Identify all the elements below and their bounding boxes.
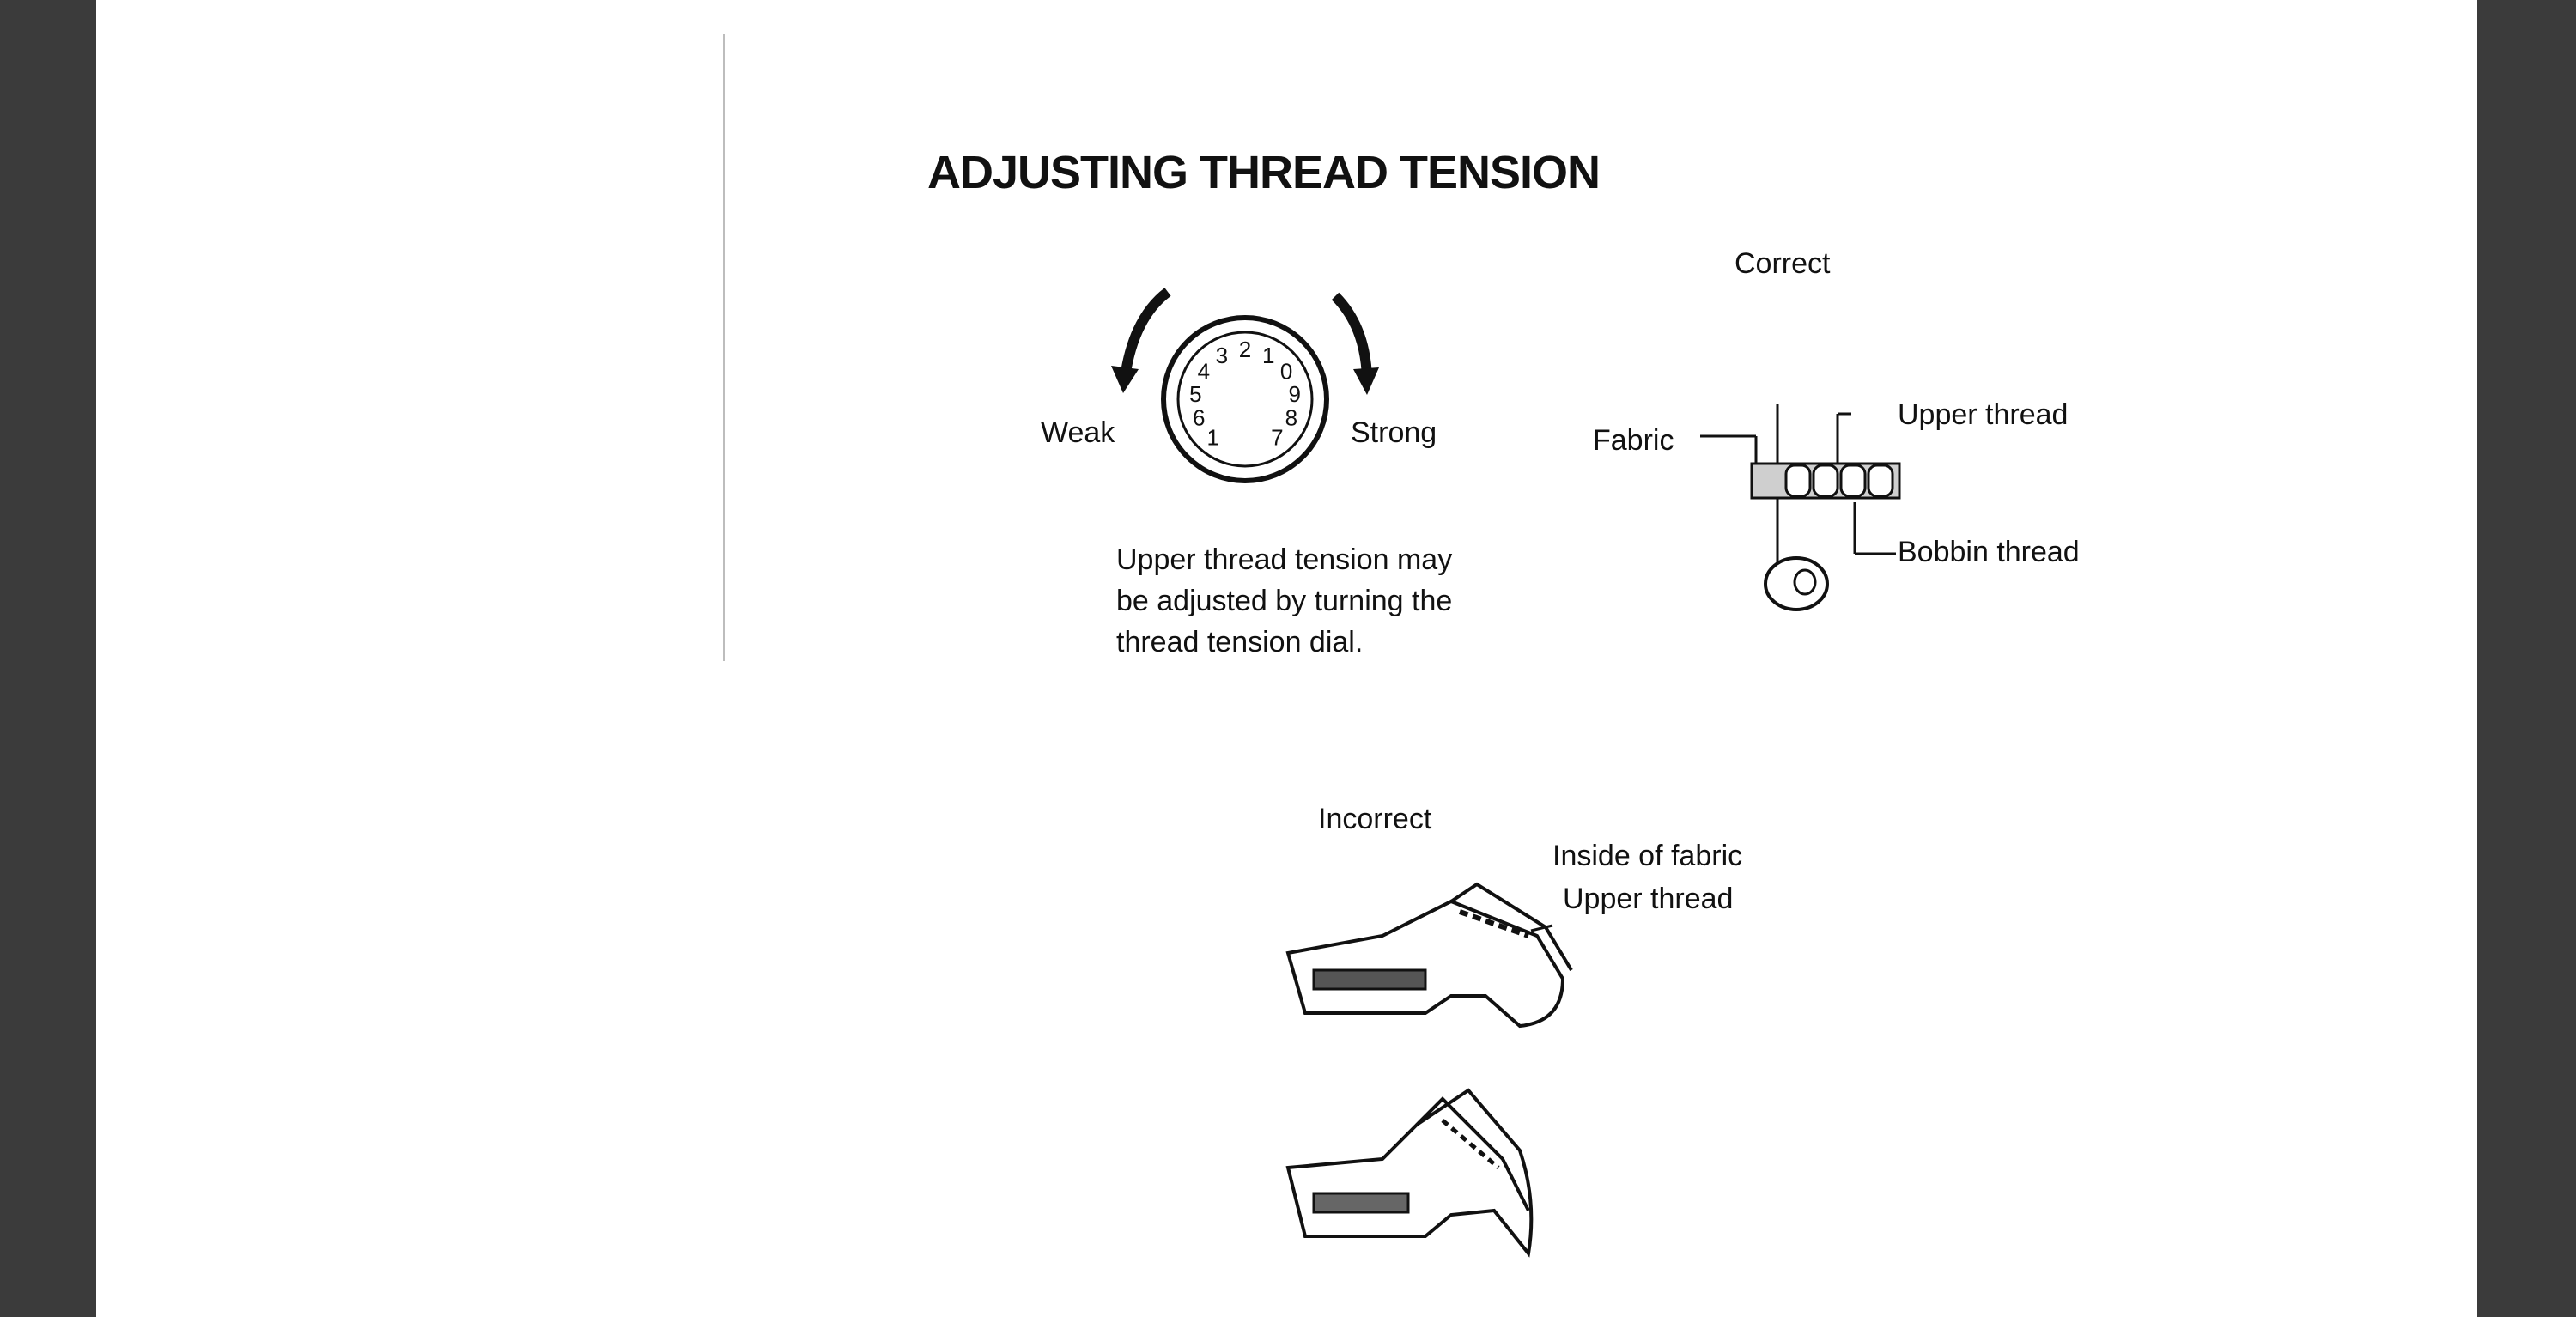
correct-heading: Correct	[1735, 247, 1831, 280]
incorrect-upper-thread-label: Upper thread	[1563, 883, 1734, 915]
dial-number: 3	[1216, 343, 1228, 368]
dial-number: 2	[1239, 337, 1251, 362]
incorrect-fold-illustration-top	[1285, 882, 1573, 1029]
dial-number: 0	[1280, 359, 1292, 385]
dial-number: 1	[1206, 424, 1218, 450]
inside-of-fabric-label: Inside of fabric	[1552, 840, 1743, 872]
dial-number: 6	[1193, 405, 1205, 431]
weak-arrow-icon	[1120, 288, 1171, 379]
dial-number: 9	[1288, 381, 1300, 407]
incorrect-fold-illustration-bottom	[1285, 1088, 1534, 1258]
dial-number: 8	[1285, 405, 1297, 431]
dial-number: 4	[1198, 359, 1210, 385]
viewer-right-margin	[2477, 0, 2576, 1317]
strong-label: Strong	[1351, 416, 1437, 449]
scan-margin-line	[723, 34, 725, 661]
fabric-label: Fabric	[1593, 424, 1674, 457]
dial-description: Upper thread tension may be adjusted by …	[1116, 543, 1453, 658]
upper-thread-label: Upper thread	[1898, 398, 2069, 431]
incorrect-heading: Incorrect	[1318, 803, 1432, 835]
stitch-row-top	[1312, 968, 1427, 991]
bobbin-thread-label: Bobbin thread	[1898, 536, 2080, 568]
stitch-row-bottom	[1312, 1192, 1410, 1214]
correct-stitch-illustration	[1700, 404, 1901, 611]
page-title: ADJUSTING THREAD TENSION	[927, 147, 1601, 198]
strong-arrowhead	[1353, 367, 1379, 395]
weak-arrowhead	[1111, 366, 1139, 393]
stitch-loops	[1784, 464, 1894, 498]
weak-label: Weak	[1041, 416, 1115, 449]
dial-number: 5	[1189, 381, 1201, 407]
document-page	[96, 0, 2477, 1317]
dial-number: 1	[1262, 343, 1274, 368]
viewer-left-margin	[0, 0, 96, 1317]
dial-inner-ring	[1176, 331, 1314, 468]
strong-arrow-icon	[1331, 292, 1372, 379]
dial-number: 7	[1271, 424, 1283, 450]
